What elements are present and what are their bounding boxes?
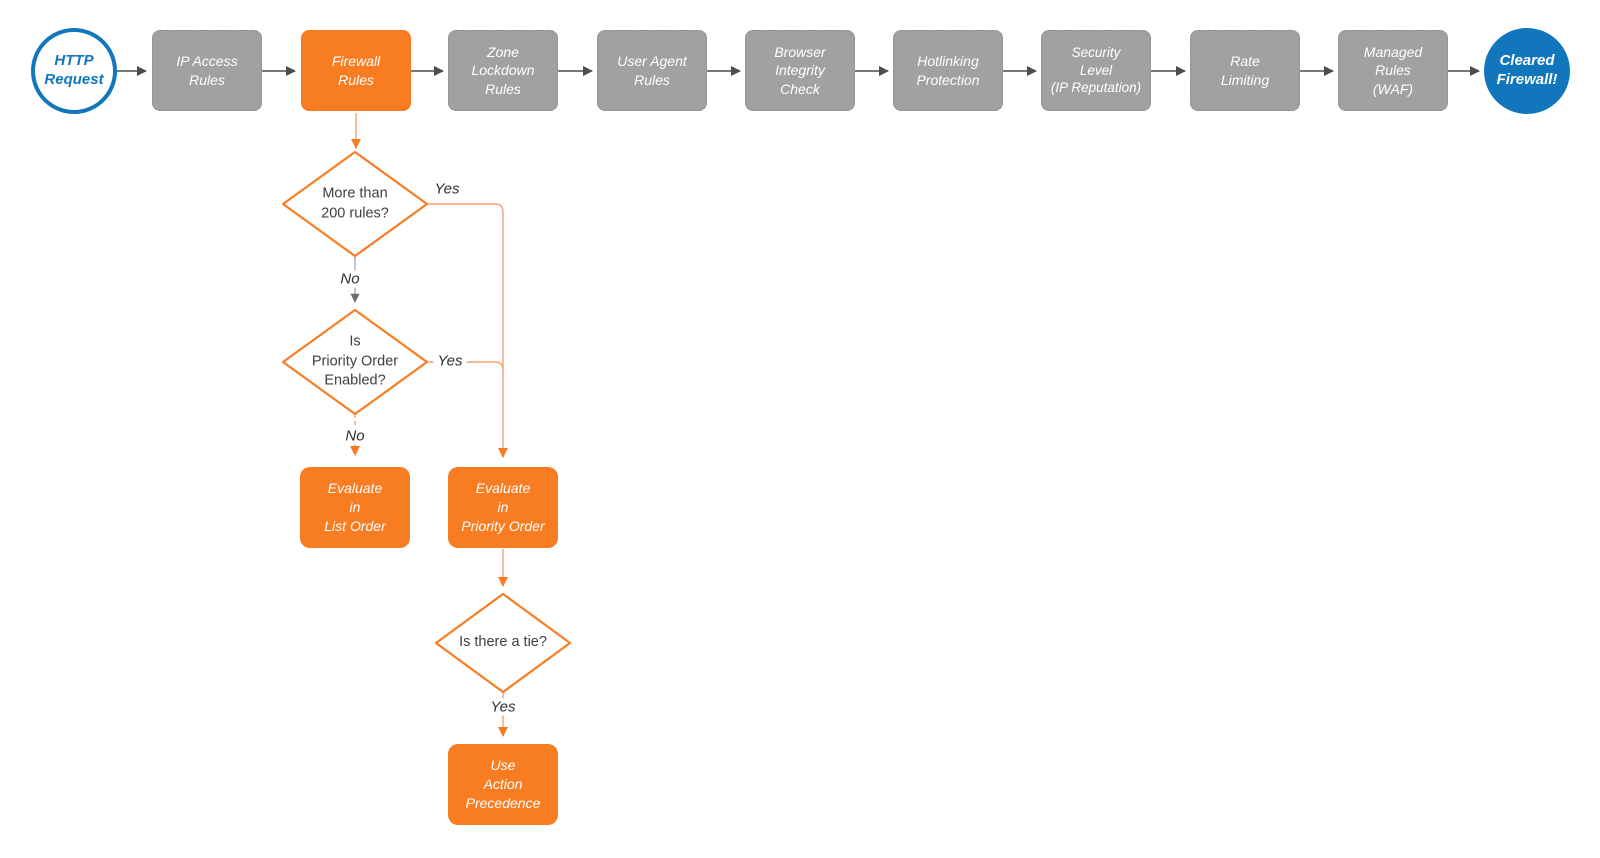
- node-managed-rules-waf: Managed Rules (WAF): [1338, 30, 1448, 111]
- label-no-priority-enabled: No: [341, 427, 369, 445]
- label-no-200-rules: No: [336, 270, 364, 288]
- node-user-agent-rules: User Agent Rules: [597, 30, 707, 111]
- label-yes-200-rules: Yes: [434, 180, 460, 198]
- node-cleared-firewall: Cleared Firewall!: [1484, 28, 1570, 114]
- decision-is-there-a-tie-shape: [434, 592, 572, 694]
- label-yes-tie: Yes: [486, 698, 520, 716]
- node-zone-lockdown-rules: Zone Lockdown Rules: [448, 30, 558, 111]
- node-ip-access-rules: IP Access Rules: [152, 30, 262, 111]
- action-use-action-precedence: Use Action Precedence: [448, 744, 558, 825]
- decision-more-than-200-rules-shape: [281, 150, 429, 258]
- decision-priority-order-enabled-shape: [281, 308, 429, 416]
- decision-is-there-a-tie-label: Is there a tie?: [459, 634, 547, 651]
- decision-priority-order-enabled-label: Is Priority Order Enabled?: [311, 333, 399, 389]
- edge-priority-enabled-yes-join: [427, 361, 504, 371]
- edge-200-rules-yes-to-priority-order: [427, 203, 508, 458]
- node-hotlinking-protection: Hotlinking Protection: [893, 30, 1003, 111]
- node-rate-limiting: Rate Limiting: [1190, 30, 1300, 111]
- node-security-level-ip-reputation: Security Level (IP Reputation): [1041, 30, 1151, 111]
- decision-more-than-200-rules-label: More than 200 rules?: [321, 185, 389, 221]
- action-evaluate-in-list-order: Evaluate in List Order: [300, 467, 410, 548]
- node-http-request: HTTP Request: [31, 28, 117, 114]
- node-browser-integrity-check: Browser Integrity Check: [745, 30, 855, 111]
- label-yes-priority-enabled: Yes: [433, 352, 467, 370]
- action-evaluate-in-priority-order: Evaluate in Priority Order: [448, 467, 558, 548]
- node-firewall-rules: Firewall Rules: [301, 30, 411, 111]
